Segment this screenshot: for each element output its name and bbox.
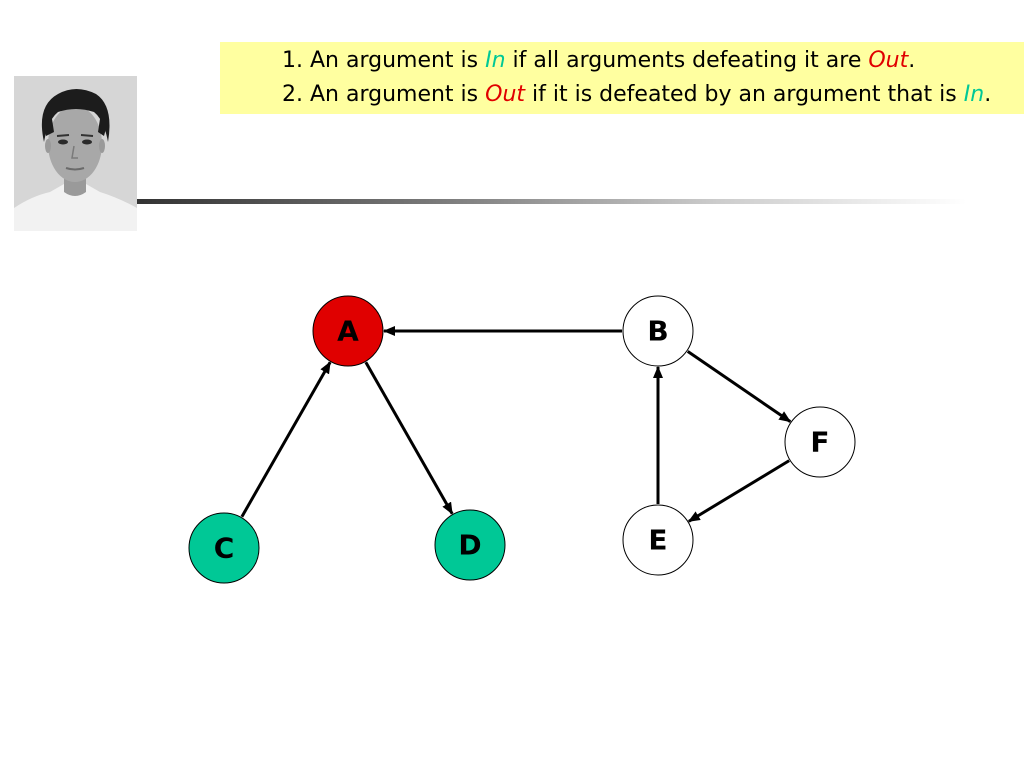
rule-1-number: 1. <box>282 48 303 73</box>
node-b-label: B <box>647 315 668 348</box>
node-c-circle <box>188 512 260 584</box>
node-f: F <box>784 406 856 478</box>
portrait-photo <box>14 76 137 231</box>
rules-box: 1. An argument is In if all arguments de… <box>220 42 1024 114</box>
node-d: D <box>434 509 506 581</box>
nodes-layer: A B C D E F <box>188 295 856 584</box>
rule-1-term-in: In <box>485 48 506 73</box>
edge-b-to-f <box>686 350 792 423</box>
edges-layer <box>240 326 792 523</box>
node-d-label: D <box>458 529 481 562</box>
rule-2-after: . <box>984 82 992 107</box>
edge-a-to-d <box>364 361 454 515</box>
rule-2-middle: if it is defeated by an argument that is <box>525 82 964 107</box>
node-c-label: C <box>214 532 235 565</box>
node-e: E <box>622 504 694 576</box>
edge-c-to-a <box>240 361 332 518</box>
rule-2-before: An argument is <box>303 82 486 107</box>
node-a: A <box>312 295 384 367</box>
rule-2-term-out: Out <box>485 82 526 107</box>
rule-2: 2. An argument is Out if it is defeated … <box>282 81 991 109</box>
node-d-circle <box>434 509 506 581</box>
node-e-label: E <box>648 524 667 557</box>
rule-1-middle: if all arguments defeating it are <box>505 48 869 73</box>
rule-1-before: An argument is <box>303 48 486 73</box>
node-b-circle <box>622 295 694 367</box>
node-f-circle <box>784 406 856 478</box>
node-f-label: F <box>810 426 829 459</box>
rule-1: 1. An argument is In if all arguments de… <box>282 47 915 75</box>
node-b: B <box>622 295 694 367</box>
edge-f-to-e <box>687 459 790 523</box>
rule-1-after: . <box>908 48 916 73</box>
rule-2-number: 2. <box>282 82 303 107</box>
node-c: C <box>188 512 260 584</box>
node-e-circle <box>622 504 694 576</box>
rule-2-term-in: In <box>963 82 985 107</box>
divider-line <box>137 199 967 204</box>
node-a-circle <box>312 295 384 367</box>
node-a-label: A <box>337 315 359 348</box>
rule-1-term-out: Out <box>868 48 909 73</box>
